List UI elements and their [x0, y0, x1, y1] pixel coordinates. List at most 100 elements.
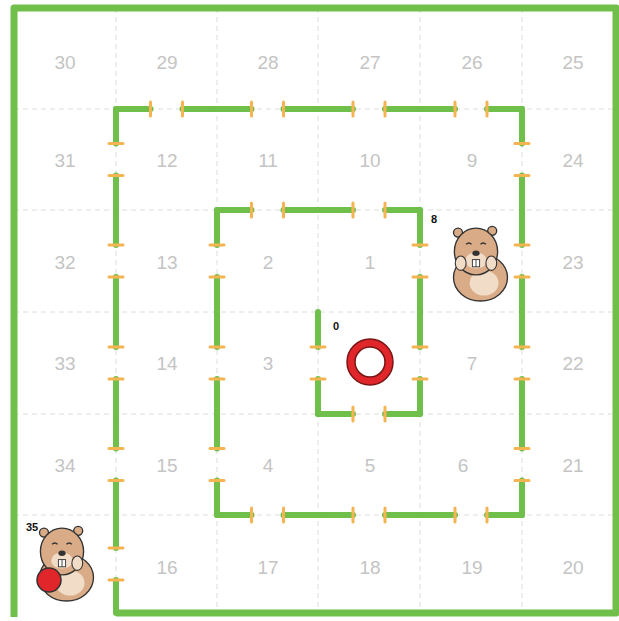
wall-segment: [519, 481, 525, 516]
cell-number: 15: [156, 456, 177, 475]
wall-gap-tick: [109, 142, 123, 145]
cell-number: 32: [54, 253, 75, 272]
wall-gap-tick: [515, 276, 529, 279]
cell-number: 7: [467, 354, 478, 373]
wall-segment: [519, 210, 525, 245]
wall-segment: [519, 312, 525, 347]
wall-gap-tick: [109, 244, 123, 247]
wall-gap-tick: [109, 547, 123, 550]
wall-segment: [113, 414, 119, 449]
wall-segment: [315, 312, 321, 347]
wall-gap-tick: [486, 508, 489, 522]
wall-gap-tick: [311, 378, 325, 381]
wall-segment: [315, 379, 321, 414]
cell-number: 29: [156, 53, 177, 72]
cell-number: 34: [54, 456, 75, 475]
wall-gap-tick: [352, 203, 355, 217]
marker-number: 0: [333, 321, 339, 332]
wall-gap-tick: [413, 244, 427, 247]
cell-number: 19: [461, 558, 482, 577]
cell-number: 3: [263, 354, 274, 373]
wall-gap-tick: [109, 447, 123, 450]
wall-gap-tick: [109, 276, 123, 279]
wall-gap-tick: [210, 346, 224, 349]
wall-gap-tick: [384, 102, 387, 116]
cell-number: 27: [359, 53, 380, 72]
cell-number: 17: [257, 558, 278, 577]
cell-number: 23: [562, 253, 583, 272]
cell-number: 14: [156, 354, 177, 373]
cell-number: 26: [461, 53, 482, 72]
wall-segment: [417, 210, 423, 245]
wall-segment: [318, 512, 353, 518]
wall-segment: [519, 176, 525, 211]
wall-gap-tick: [486, 102, 489, 116]
wall-gap-tick: [282, 102, 285, 116]
wall-segment: [318, 411, 353, 417]
wall-segment: [519, 109, 525, 144]
wall-gap-tick: [181, 102, 184, 116]
wall-gap-tick: [109, 346, 123, 349]
wall-gap-tick: [384, 508, 387, 522]
wall-segment: [519, 379, 525, 414]
wall-gap-tick: [413, 346, 427, 349]
wall-gap-tick: [515, 447, 529, 450]
cell-number: 20: [562, 558, 583, 577]
wall-gap-tick: [384, 203, 387, 217]
wall-gap-tick: [210, 276, 224, 279]
wall-segment: [420, 106, 455, 112]
wall-segment: [284, 207, 319, 213]
cell-number: 10: [359, 151, 380, 170]
wall-gap-tick: [210, 447, 224, 450]
wall-gap-tick: [210, 378, 224, 381]
wall-gap-tick: [109, 479, 123, 482]
red-ball: [37, 568, 61, 592]
wall-segment: [487, 512, 522, 518]
wall-gap-tick: [352, 407, 355, 421]
marker-number: 8: [431, 214, 437, 225]
wall-segment: [217, 207, 252, 213]
wall-segment: [116, 106, 151, 112]
wall-segment: [113, 312, 119, 347]
wall-segment: [318, 106, 353, 112]
wall-gap-tick: [413, 276, 427, 279]
wall-segment: [113, 277, 119, 312]
wall-gap-tick: [515, 479, 529, 482]
wall-gap-tick: [109, 174, 123, 177]
cell-number: 6: [458, 456, 469, 475]
beaver: [454, 226, 508, 301]
wall-segment: [420, 512, 455, 518]
wall-gap-tick: [454, 102, 457, 116]
wall-gap-tick: [384, 407, 387, 421]
wall-segment: [214, 277, 220, 312]
wall-segment: [284, 512, 319, 518]
red-ring: [347, 339, 393, 385]
wall-gap-tick: [250, 102, 253, 116]
wall-segment: [113, 109, 119, 144]
wall-segment: [417, 277, 423, 312]
wall-segment: [113, 580, 119, 613]
outer-wall: [14, 8, 616, 617]
cell-number: 1: [365, 253, 376, 272]
wall-segment: [113, 210, 119, 245]
wall-gap-tick: [352, 102, 355, 116]
cell-number: 21: [562, 456, 583, 475]
wall-gap-tick: [515, 174, 529, 177]
cell-number: 24: [562, 151, 583, 170]
wall-segment: [113, 176, 119, 211]
wall-segment: [113, 379, 119, 414]
wall-segment: [519, 414, 525, 449]
wall-segment: [113, 515, 119, 548]
cell-number: 11: [258, 151, 278, 170]
marker-number: 35: [26, 522, 38, 533]
wall-gap-tick: [515, 346, 529, 349]
wall-gap-tick: [311, 346, 325, 349]
wall-gap-tick: [210, 479, 224, 482]
wall-segment: [217, 106, 252, 112]
wall-segment: [318, 207, 353, 213]
cell-number: 28: [257, 53, 278, 72]
wall-gap-tick: [149, 102, 152, 116]
wall-gap-tick: [515, 378, 529, 381]
